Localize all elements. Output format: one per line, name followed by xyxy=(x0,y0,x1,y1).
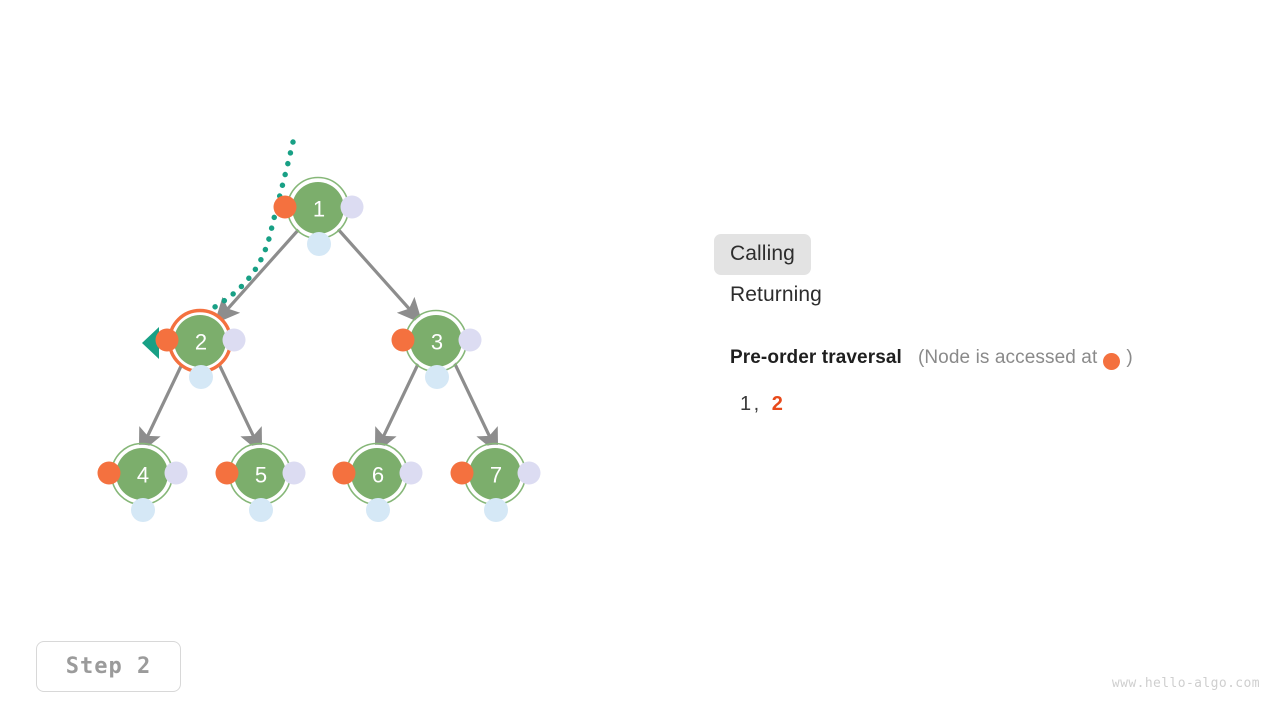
node-access-dot-icon xyxy=(450,461,474,485)
node-right-pointer-dot-icon xyxy=(399,461,423,485)
node-circle xyxy=(410,315,462,367)
node-label: 2 xyxy=(195,330,207,355)
orange-dot-icon xyxy=(1103,352,1121,370)
sequence-separator: , xyxy=(753,393,760,415)
node-right-pointer-dot-icon xyxy=(282,461,306,485)
node-right-pointer-dot-icon xyxy=(340,195,364,219)
state-calling[interactable]: Calling xyxy=(714,234,811,275)
node-label: 1 xyxy=(313,197,325,222)
node-bottom-pointer-dot-icon xyxy=(425,365,449,389)
node-label: 4 xyxy=(137,463,149,488)
node-bottom-pointer-dot-icon xyxy=(131,498,155,522)
node-bottom-pointer-dot-icon xyxy=(307,232,331,256)
node-label: 5 xyxy=(255,463,267,488)
tree-node-4[interactable]: 4 xyxy=(97,442,188,523)
edge-1-2 xyxy=(214,226,302,324)
step-badge: Step 2 xyxy=(36,641,181,692)
state-list: Calling Returning xyxy=(714,234,1254,316)
node-circle xyxy=(174,315,226,367)
tree-node-2[interactable]: 2 xyxy=(155,308,246,390)
node-circle xyxy=(469,448,521,500)
traversal-note: (Node is accessed at xyxy=(917,347,1098,368)
node-label: 3 xyxy=(431,330,443,355)
node-right-pointer-dot-icon xyxy=(222,328,246,352)
node-access-dot-icon xyxy=(155,328,179,352)
node-right-pointer-dot-icon xyxy=(458,328,482,352)
sequence-item: 1 xyxy=(740,393,752,415)
node-label: 6 xyxy=(372,463,384,488)
node-bottom-pointer-dot-icon xyxy=(484,498,508,522)
sequence-item: 2 xyxy=(771,393,784,415)
edge-2-4 xyxy=(138,360,185,455)
node-circle xyxy=(351,448,403,500)
traversal-sequence: 1,2 xyxy=(740,393,1254,416)
tree-edges xyxy=(138,226,499,455)
recursion-path-arrowhead xyxy=(142,327,159,359)
tree-node-7[interactable]: 7 xyxy=(450,442,541,523)
tree-node-5[interactable]: 5 xyxy=(215,442,306,523)
node-bottom-pointer-dot-icon xyxy=(366,498,390,522)
info-panel: Calling Returning Pre-order traversal (N… xyxy=(714,234,1254,416)
node-bottom-pointer-dot-icon xyxy=(249,498,273,522)
node-label: 7 xyxy=(490,463,502,488)
traversal-note-close: ) xyxy=(1126,347,1133,368)
node-bottom-pointer-dot-icon xyxy=(189,365,213,389)
node-access-dot-icon xyxy=(97,461,121,485)
node-circle xyxy=(116,448,168,500)
node-access-dot-icon xyxy=(332,461,356,485)
node-access-dot-icon xyxy=(391,328,415,352)
tree-node-6[interactable]: 6 xyxy=(332,442,423,523)
binary-tree-diagram: 1 2 3 4 5 6 7 xyxy=(97,139,541,523)
watermark: www.hello-algo.com xyxy=(1111,676,1260,691)
edge-2-5 xyxy=(216,360,263,455)
node-circle xyxy=(292,182,344,234)
node-circle xyxy=(234,448,286,500)
tree-nodes: 1 2 3 4 5 6 7 xyxy=(97,176,541,523)
tree-node-1[interactable]: 1 xyxy=(273,176,364,257)
node-right-pointer-dot-icon xyxy=(517,461,541,485)
edge-1-3 xyxy=(335,226,423,324)
traversal-legend: Pre-order traversal (Node is accessed at… xyxy=(730,347,1254,370)
node-access-dot-icon xyxy=(215,461,239,485)
traversal-title: Pre-order traversal xyxy=(730,347,902,368)
edge-3-6 xyxy=(374,360,421,455)
edge-3-7 xyxy=(452,360,499,455)
state-returning[interactable]: Returning xyxy=(730,283,822,306)
tree-node-3[interactable]: 3 xyxy=(391,309,482,390)
node-access-dot-icon xyxy=(273,195,297,219)
node-right-pointer-dot-icon xyxy=(164,461,188,485)
